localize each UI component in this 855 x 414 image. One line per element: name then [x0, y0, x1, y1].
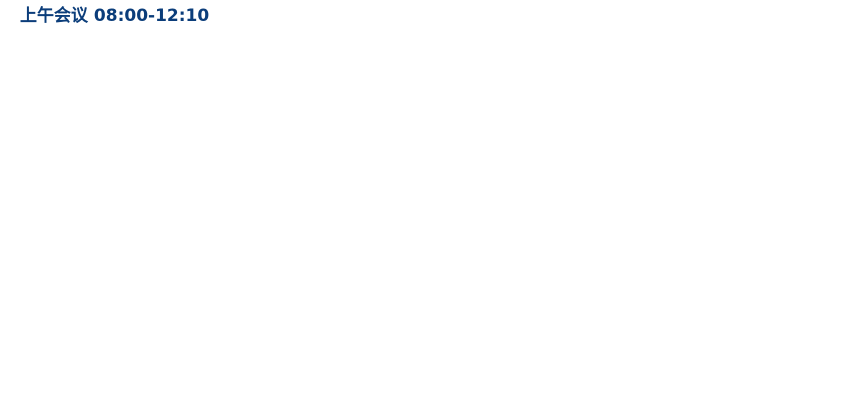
session-title: 上午会议 08:00-12:10 [20, 6, 210, 26]
content-area [0, 32, 855, 414]
session-header: 上午会议 08:00-12:10 [20, 4, 209, 28]
